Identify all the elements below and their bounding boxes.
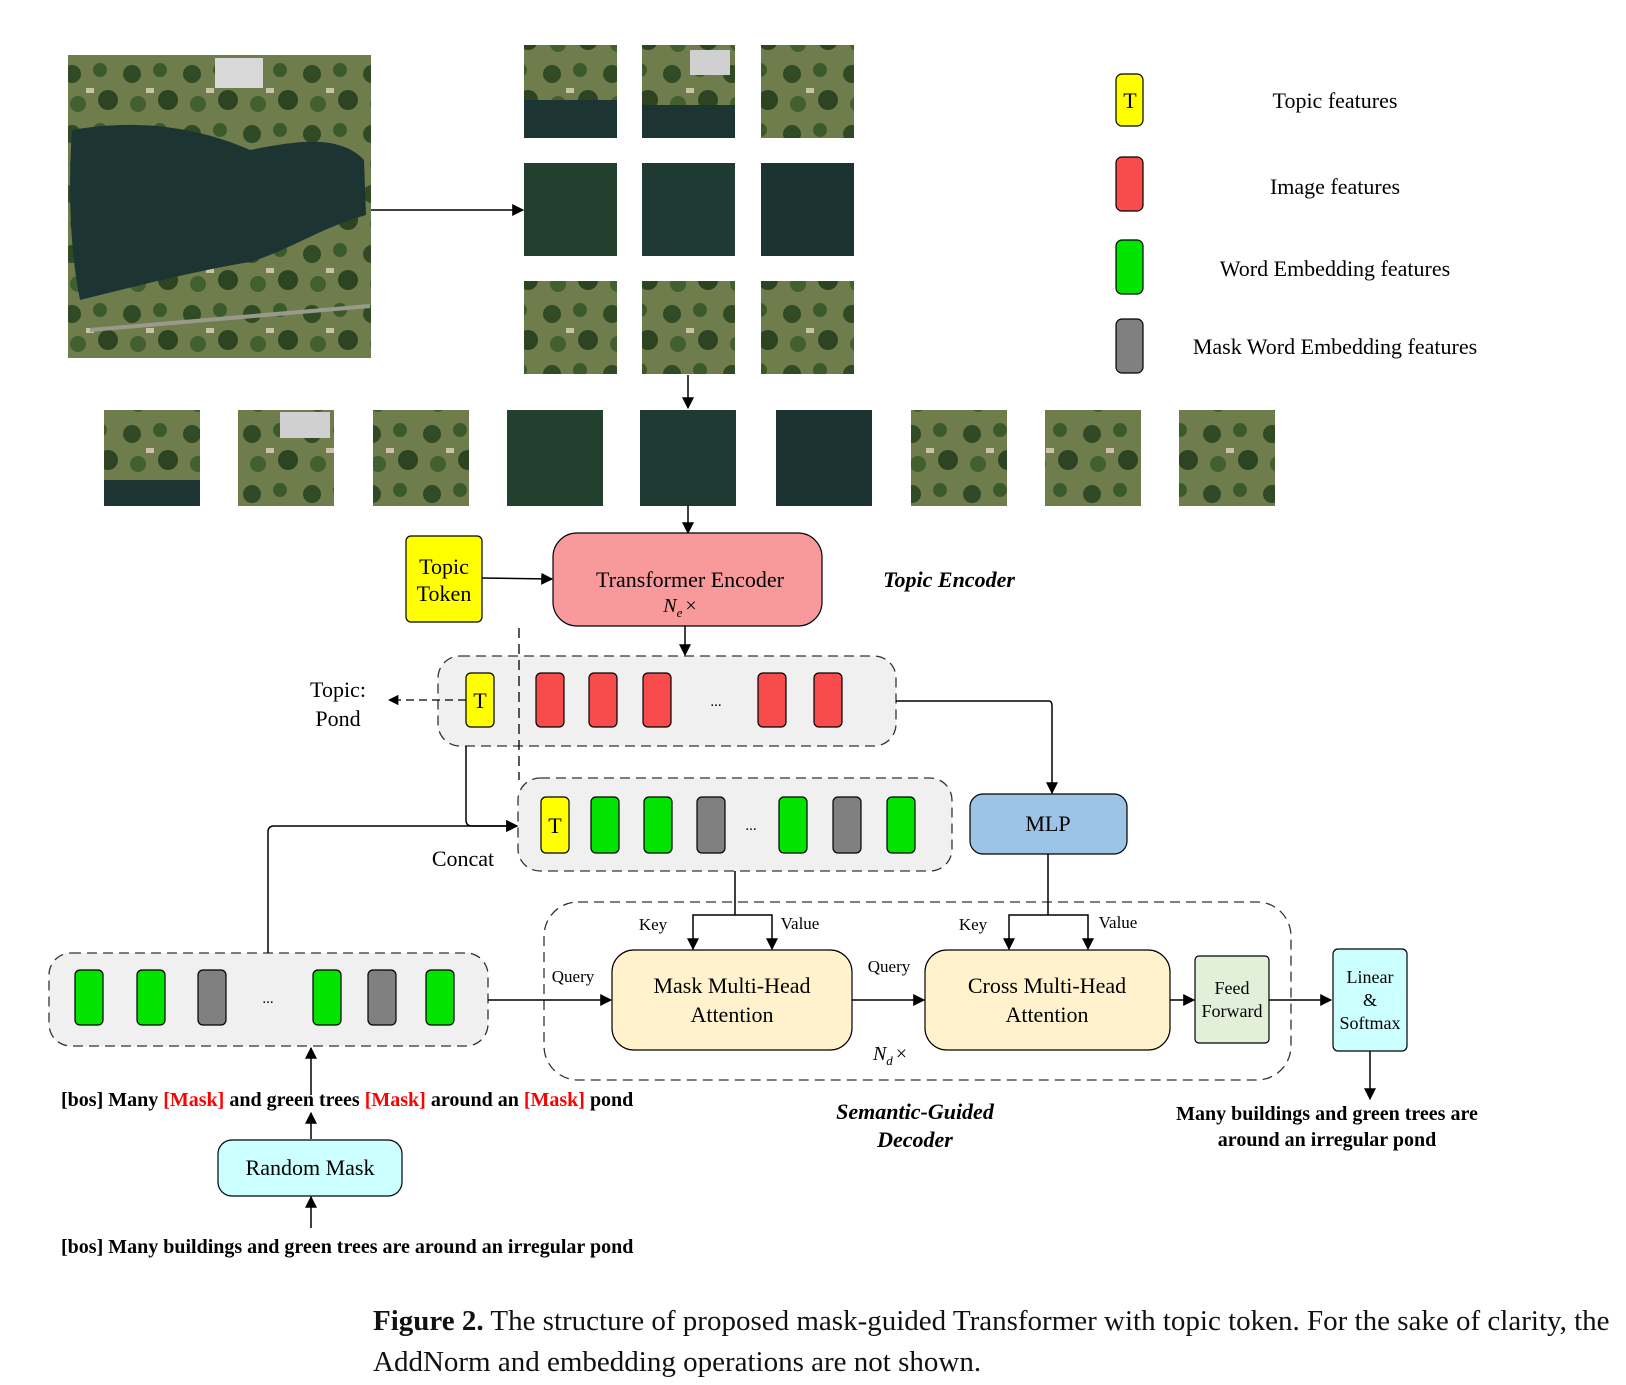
mask-key-label: Key <box>639 915 668 934</box>
input-sentence: [bos] Many buildings and green trees are… <box>61 1236 633 1258</box>
seq-to-concat-arrow <box>267 820 519 953</box>
seq-word-4 <box>425 969 455 1026</box>
concat-word-3 <box>778 796 808 854</box>
random-mask-label: Random Mask <box>246 1155 375 1180</box>
image-feature-5 <box>813 672 843 728</box>
topic-encoder-label: Topic Encoder <box>883 567 1015 592</box>
concat-mask-1 <box>696 796 726 854</box>
seq-word-2 <box>136 969 166 1026</box>
cross-value-label: Value <box>1099 913 1138 932</box>
decoder-label-line2: Decoder <box>876 1127 953 1152</box>
concat-word-1 <box>590 796 620 854</box>
masked-sentence: [bos] Many [Mask] and green trees [Mask]… <box>61 1089 633 1111</box>
encoder-ellipsis: ... <box>710 694 721 710</box>
aerial-image <box>68 55 371 358</box>
mask-value-label: Value <box>781 914 820 933</box>
encoder-to-mlp-arrow <box>896 700 1058 795</box>
transformer-encoder-box <box>552 532 823 627</box>
seq-word-1 <box>74 969 104 1026</box>
decoder-group <box>543 901 1292 1081</box>
topic-token-box <box>405 535 483 623</box>
figure-caption: Figure 2. The structure of proposed mask… <box>373 1301 1613 1383</box>
image-feature-3 <box>642 672 672 728</box>
mask-attention-box <box>611 949 853 1051</box>
mlp-label: MLP <box>1025 811 1070 836</box>
legend-swatch-topic <box>1115 73 1144 127</box>
feed-forward-line2: Forward <box>1202 1001 1263 1021</box>
encoder-topic-letter: T <box>473 688 487 713</box>
linear-softmax-line2: & <box>1363 990 1377 1010</box>
transformer-encoder-title: Transformer Encoder <box>596 567 785 592</box>
seq-ellipsis: ... <box>262 991 273 1007</box>
caption-text: The structure of proposed mask-guided Tr… <box>373 1305 1610 1378</box>
concat-topic-letter: T <box>548 813 562 838</box>
encoder-repeat: Ne× <box>662 595 696 620</box>
concat-word-2 <box>643 796 673 854</box>
legend-swatch-word <box>1115 239 1144 295</box>
legend-label-image: Image features <box>1270 174 1400 199</box>
topic-output-line1: Topic: <box>310 677 366 702</box>
seq-word-3 <box>312 969 342 1026</box>
decoder-repeat: Nd× <box>872 1043 907 1068</box>
cross-key-arrow <box>1003 914 1048 951</box>
token-to-encoder-arrow <box>481 572 554 585</box>
concat-ellipsis: ... <box>745 818 756 834</box>
topic-token-line2: Token <box>417 581 472 606</box>
legend-label-mask: Mask Word Embedding features <box>1193 334 1477 359</box>
image-feature-1 <box>535 672 565 728</box>
linear-softmax-line1: Linear <box>1347 967 1394 987</box>
topic-output-line2: Pond <box>315 706 360 731</box>
legend: T Topic features Image features Word Emb… <box>1115 73 1477 374</box>
legend-swatch-image <box>1115 156 1144 212</box>
cross-value-arrow <box>1048 914 1094 951</box>
linear-softmax-line3: Softmax <box>1340 1013 1401 1033</box>
legend-label-topic: Topic features <box>1273 88 1398 113</box>
concat-mask-2 <box>832 796 862 854</box>
cross-query-label: Query <box>868 957 911 976</box>
cross-attention-box <box>924 949 1171 1051</box>
decoder-label-line1: Semantic-Guided <box>836 1099 995 1124</box>
mask-key-arrow <box>687 914 735 951</box>
image-feature-4 <box>757 672 787 728</box>
caption-label: Figure 2. <box>373 1305 484 1337</box>
seq-mask-2 <box>367 969 397 1026</box>
feed-forward-box <box>1194 955 1270 1044</box>
cross-attention-line1: Cross Multi-Head <box>968 973 1126 998</box>
mask-value-arrow <box>735 914 778 951</box>
output-sentence-line2: around an irregular pond <box>1218 1129 1436 1151</box>
mask-attention-line2: Attention <box>690 1002 773 1027</box>
topic-to-concat-arrow <box>465 746 519 832</box>
legend-swatch-topic-letter: T <box>1123 88 1137 113</box>
legend-swatch-mask <box>1115 318 1144 374</box>
cross-attention-line2: Attention <box>1005 1002 1088 1027</box>
mask-attention-line1: Mask Multi-Head <box>653 973 810 998</box>
patch-grid <box>524 45 854 374</box>
topic-token-line1: Topic <box>419 554 469 579</box>
legend-label-word: Word Embedding features <box>1220 256 1450 281</box>
output-sentence-line1: Many buildings and green trees are <box>1176 1103 1478 1125</box>
seq-mask-1 <box>197 969 227 1026</box>
mask-query-label: Query <box>552 967 595 986</box>
image-feature-2 <box>588 672 618 728</box>
concat-label: Concat <box>432 846 494 871</box>
patch-sequence <box>104 410 1275 506</box>
concat-word-4 <box>886 796 916 854</box>
feed-forward-line1: Feed <box>1215 978 1250 998</box>
cross-key-label: Key <box>959 915 988 934</box>
concat-topic-token <box>540 796 570 854</box>
